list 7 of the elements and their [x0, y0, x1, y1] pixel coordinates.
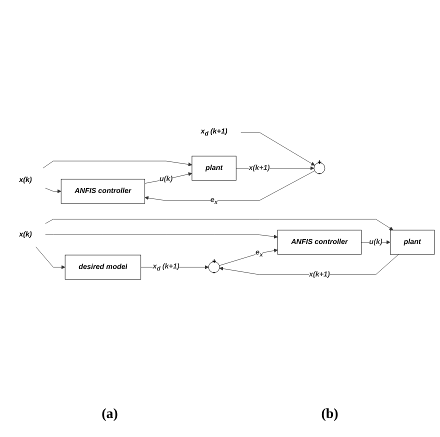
node-box — [277, 230, 362, 255]
node-box — [390, 230, 435, 255]
panel-label: (b) — [321, 407, 338, 423]
panel-label: (a) — [102, 407, 118, 423]
node-box — [192, 156, 236, 181]
node-box — [64, 255, 142, 280]
node-box — [60, 179, 146, 204]
